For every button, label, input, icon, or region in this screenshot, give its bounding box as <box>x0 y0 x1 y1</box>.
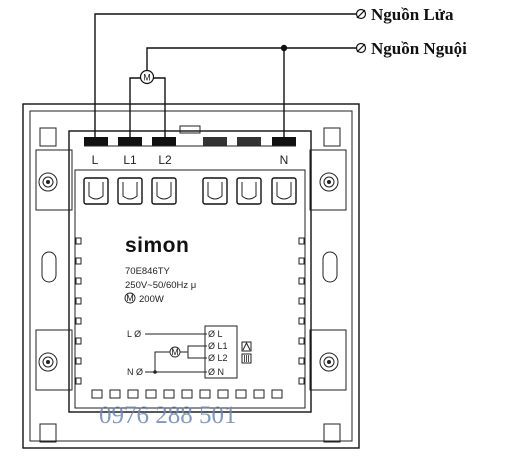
terminal-label-l: L <box>92 153 99 167</box>
bracket-br <box>323 423 341 443</box>
bottom-comb <box>91 389 283 399</box>
bracket-tl <box>39 127 57 147</box>
line-terminal-live <box>355 8 367 20</box>
screw-left-top <box>38 172 58 192</box>
phone-watermark: 0976 288 501 <box>99 402 237 429</box>
module-face <box>74 169 306 409</box>
left-upper-latch <box>35 149 73 211</box>
left-lower-latch <box>35 329 73 391</box>
neutral-source-label: Nguồn Nguội <box>371 39 467 58</box>
power-motor-icon-label: M <box>126 293 134 303</box>
top-tab <box>179 125 201 134</box>
bracket-tr <box>323 127 341 147</box>
top-wiring <box>94 13 356 137</box>
live-source-label: Nguồn Lửa <box>371 5 454 24</box>
screw-right-bottom <box>319 352 339 372</box>
schematic-curtain-icons <box>241 341 252 364</box>
terminal-label-l1: L1 <box>123 153 137 167</box>
mini-schematic: L Ø N Ø M Ø L Ø L1 Ø L2 Ø N <box>127 325 252 379</box>
side-ticks <box>75 237 305 385</box>
power-motor-icon <box>124 292 136 304</box>
line-terminal-neutral <box>355 42 367 54</box>
schematic-motor-label: M <box>171 347 179 357</box>
rating-text: 250V~50/60Hz μ <box>125 280 196 291</box>
bracket-bl <box>39 423 57 443</box>
schematic-term-l2: Ø L2 <box>208 353 228 363</box>
model-number: 70E846TY <box>125 266 171 277</box>
right-upper-latch <box>309 149 347 211</box>
power-rating: 200W <box>139 294 164 305</box>
terminal-blocks <box>84 137 296 146</box>
screw-left-bottom <box>38 352 58 372</box>
schematic-term-l: Ø L <box>208 329 223 339</box>
terminal-label-l2: L2 <box>158 153 172 167</box>
module-body <box>68 130 312 413</box>
outer-plate <box>22 103 360 449</box>
left-slot <box>41 251 57 283</box>
outer-plate-inner <box>29 110 353 442</box>
motor-symbol-top <box>139 69 155 85</box>
screw-housings <box>83 177 297 205</box>
brand-logo: simon <box>125 234 189 257</box>
schematic-live-in: L Ø <box>127 329 141 339</box>
motor-symbol-top-label: M <box>143 73 151 83</box>
terminal-label-n: N <box>280 153 289 167</box>
right-lower-latch <box>309 329 347 391</box>
right-slot <box>322 251 338 283</box>
screw-right-top <box>319 172 339 192</box>
schematic-term-l1: Ø L1 <box>208 341 228 351</box>
schematic-term-n: Ø N <box>208 367 224 377</box>
schematic-neutral-in: N Ø <box>127 367 143 377</box>
